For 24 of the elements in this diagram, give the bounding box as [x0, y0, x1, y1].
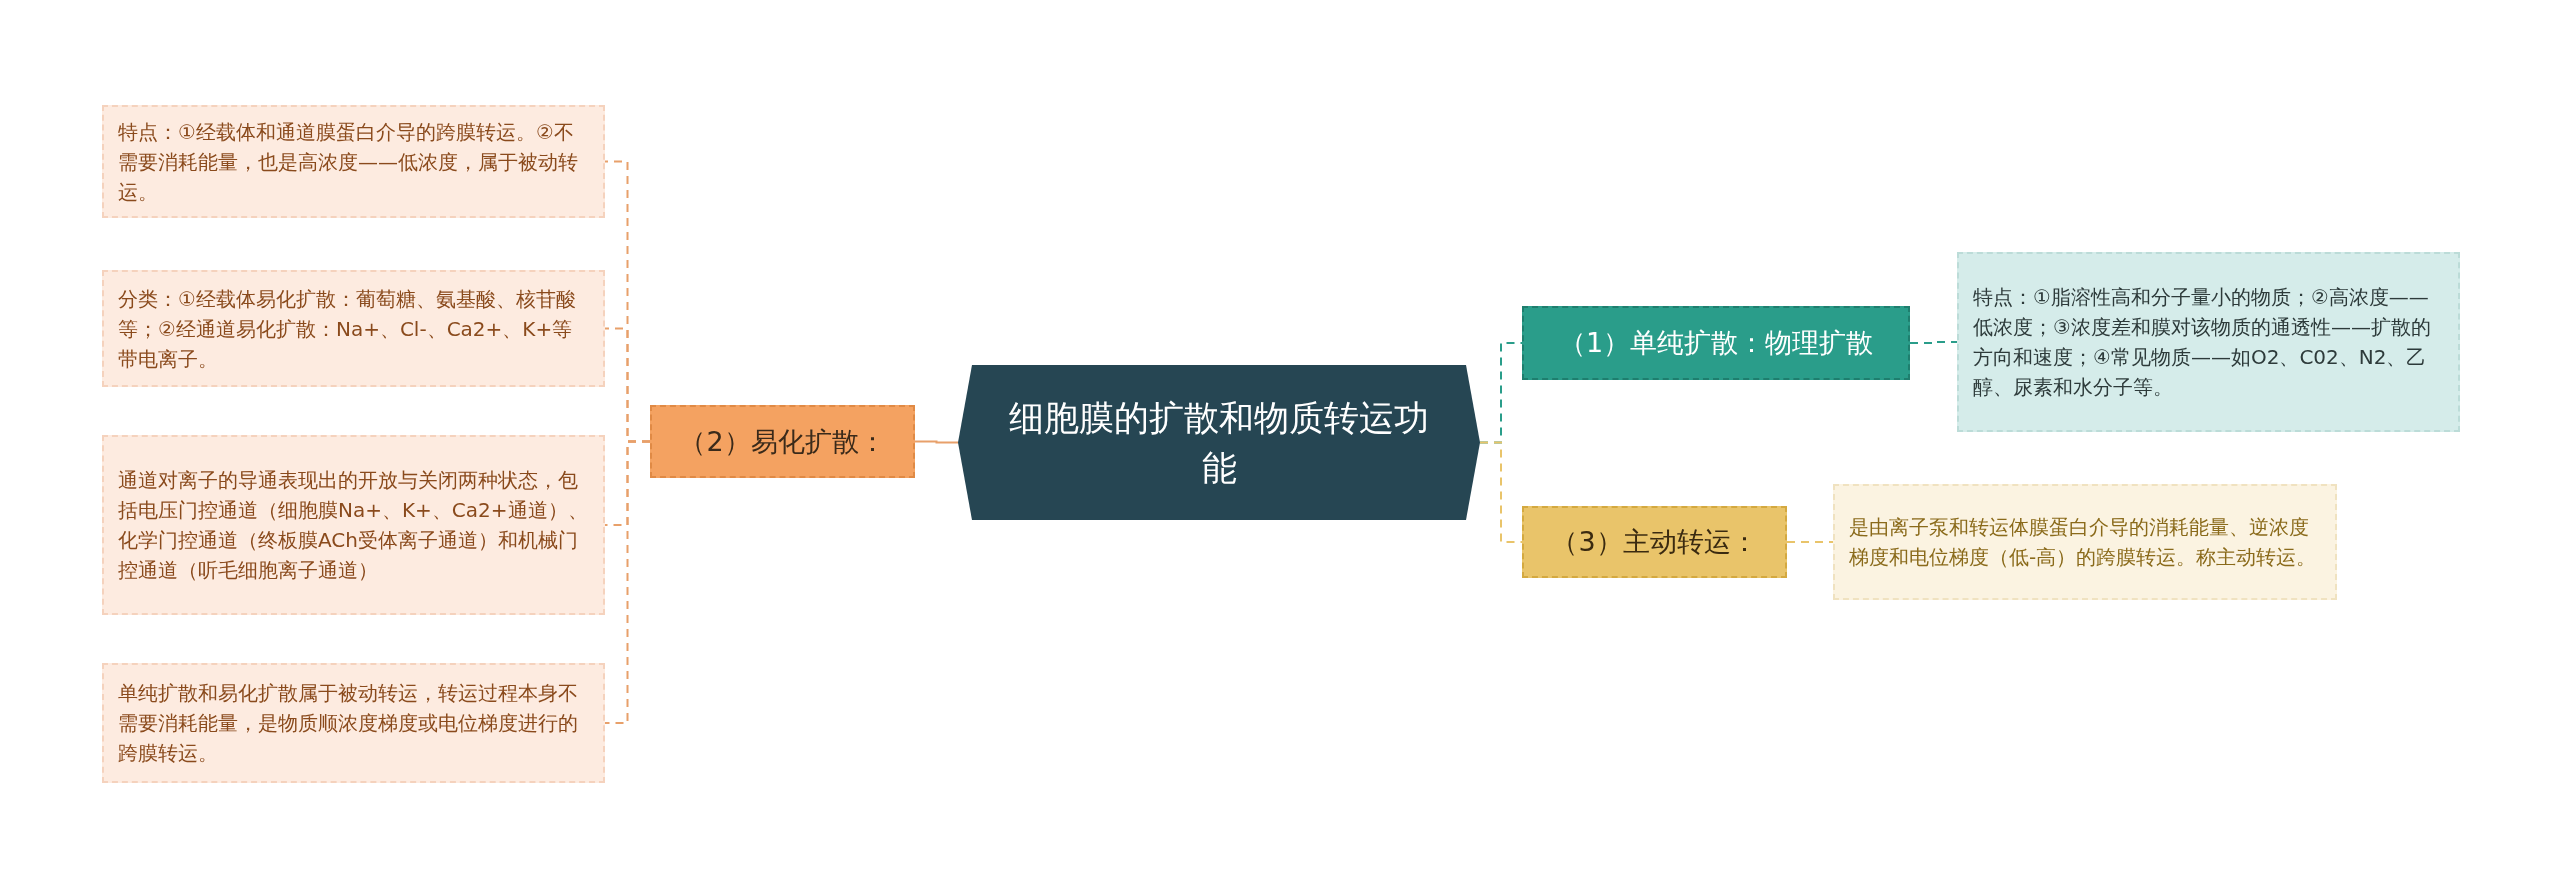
- note-text: 单纯扩散和易化扩散属于被动转运，转运过程本身不需要消耗能量，是物质顺浓度梯度或电位梯度进行的跨膜转运。: [118, 680, 579, 767]
- note-text: 是由离子泵和转运体膜蛋白介导的消耗能量、逆浓度梯度和电位梯度（低-高）的跨膜转运。称主动转运。: [1849, 514, 2318, 571]
- connector-line: [1909, 341, 1958, 344]
- note-box: [1957, 252, 2460, 432]
- connector-line: [1786, 541, 1834, 543]
- note-box: [1833, 484, 2337, 600]
- note-box: [102, 105, 605, 218]
- note-box: [102, 270, 605, 387]
- note-text: 特点：①脂溶性高和分子量小的物质；②高浓度——低浓度；③浓度差和膜对该物质的通透性——扩散的方向和速度；④常见物质——如O2、C02、N2、乙醇、尿素和水分子等。: [1973, 284, 2432, 401]
- branch-box: [650, 405, 915, 478]
- branch-label: （3）主动转运：: [1551, 525, 1758, 559]
- note-text: 特点：①经载体和通道膜蛋白介导的跨膜转运。②不需要消耗能量，也是高浓度——低浓度，属于被动转运。: [118, 118, 579, 206]
- topic-title: 细胞膜的扩散和物质转运功能: [1008, 396, 1430, 490]
- note-box: [102, 663, 605, 783]
- branch-box: [1522, 306, 1910, 380]
- branch-label: （1）单纯扩散：物理扩散: [1558, 326, 1874, 360]
- connector-line: [914, 440, 959, 444]
- branch-label: （2）易化扩散：: [679, 424, 886, 459]
- note-box: [102, 435, 605, 615]
- connector-line: [1479, 441, 1523, 543]
- branch-box: [1522, 506, 1787, 578]
- note-text: 通道对离子的导通表现出的开放与关闭两种状态，包括电压门控通道（细胞膜Na+、K+、Ca2+通道）、化学门控通道（终板膜ACh受体离子通道）和机械门控通道（听毛细胞离子通道）: [118, 467, 589, 584]
- connector-line: [604, 440, 651, 724]
- note-text: 分类：①经载体易化扩散：葡萄糖、氨基酸、核苷酸等；②经通道易化扩散：Na+、Cl-、Ca2+、K+等带电离子。: [118, 285, 577, 373]
